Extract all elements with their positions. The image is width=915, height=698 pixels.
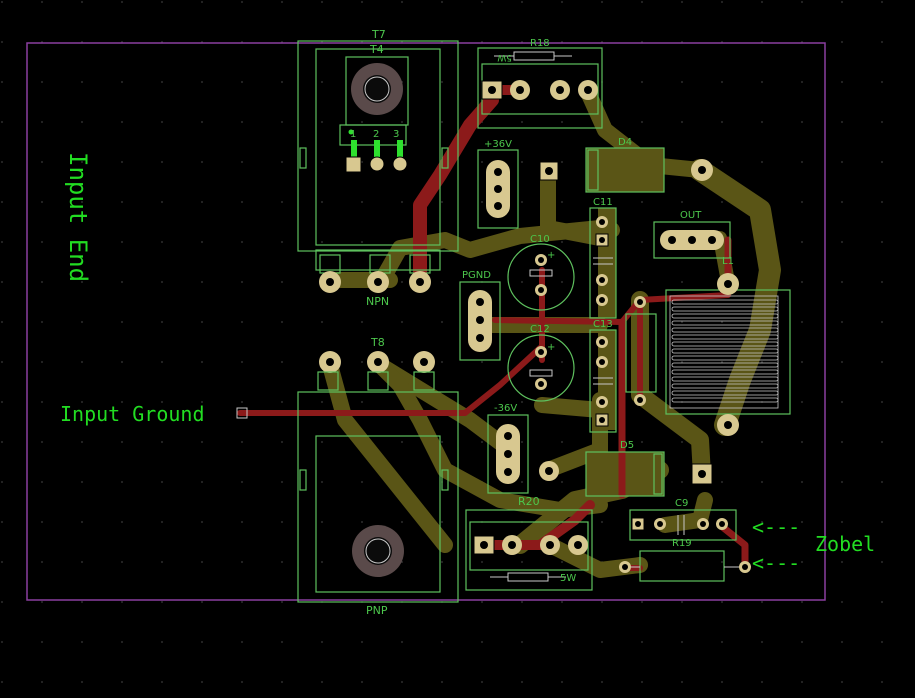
r20-value: 5W [560,573,576,584]
out-terminal [653,221,731,259]
input-ground-pad [236,407,248,419]
c13-capacitor [589,329,617,433]
d4-diode [585,147,713,193]
c9-label: C9 [675,498,688,509]
l1-inductor [625,273,791,436]
r19-resistor [619,550,751,582]
pnp-label: PNP [366,604,388,617]
c13-label: C13 [593,319,613,330]
c12-plus: + [547,342,555,353]
r20-resistor [465,509,593,591]
d5-diode [585,451,713,497]
coil-winding [671,397,779,403]
c10-capacitor [507,243,575,311]
zobel-label: Zobel [815,532,875,556]
board-outline [26,42,826,601]
input-ground-label: Input Ground [60,402,205,426]
coil-winding [671,299,779,305]
input-end-label: Input End [64,152,92,282]
r18-label: R18 [530,38,550,49]
t8-transistor-footprint [297,391,459,603]
pnp-pads [317,351,435,391]
coil-winding [671,327,779,333]
l1-coil-windings [671,299,779,403]
coil-winding [671,341,779,347]
coil-winding [671,306,779,312]
c10-label: C10 [530,234,550,245]
c9-capacitor [629,509,737,541]
out-label: OUT [680,210,702,221]
d4-label: D4 [618,137,632,148]
d5-label: D5 [620,440,634,451]
t7-label: T7 [371,28,386,41]
coil-winding [671,369,779,375]
coil-winding [671,348,779,354]
coil-winding [671,320,779,326]
r18-value: 5W [497,52,512,62]
coil-winding [671,383,779,389]
plus36v-terminal [477,149,519,229]
t4-label: T4 [369,43,384,56]
pin2-label: 2 [373,129,379,140]
c12-label: C12 [530,324,550,335]
l1-label: L1 [722,256,734,267]
pgnd-label: PGND [462,270,491,281]
npn-pads [319,271,431,293]
coil-winding [671,313,779,319]
r18-resistor [477,47,603,129]
pin3-label: 3 [393,129,399,140]
npn-label: NPN [366,295,389,308]
pgnd-terminal [459,281,501,361]
coil-winding [671,334,779,340]
plus36v-label: +36V [484,139,512,150]
minus36v-label: -36V [494,403,517,414]
zobel-arrow-top: <--- [752,515,800,539]
pin1-label: 1 [350,129,356,140]
coil-winding [671,355,779,361]
t8-label: T8 [370,336,385,349]
zobel-arrow-bottom: <--- [752,551,800,575]
c10-plus: + [547,250,555,261]
t7-transistor-footprint [297,40,459,274]
c11-capacitor [589,207,617,319]
c12-capacitor [507,334,575,402]
r19-label: R19 [672,538,692,549]
c11-label: C11 [593,197,613,208]
coil-winding [671,376,779,382]
coil-winding [671,362,779,368]
minus36v-terminal [487,414,529,494]
r20-label: R20 [518,495,540,508]
coil-winding [671,390,779,396]
